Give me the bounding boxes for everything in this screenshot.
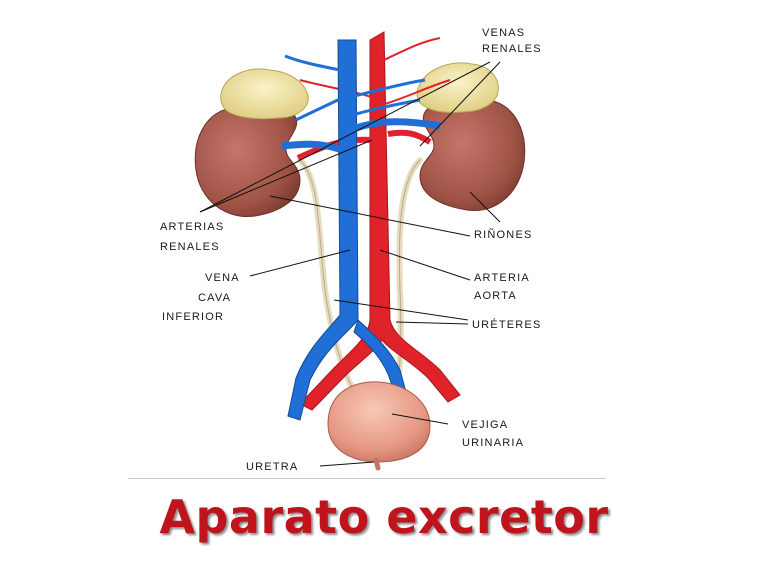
vena-cava xyxy=(287,39,359,421)
label-uretra: URETRA xyxy=(246,461,298,473)
leader-lines xyxy=(199,61,501,467)
right-renal-artery xyxy=(387,129,432,145)
label-vejiga-2: URINARIA xyxy=(462,437,524,449)
aorta xyxy=(299,31,461,411)
right-renal-vein xyxy=(354,118,441,132)
divider-line xyxy=(128,478,606,479)
label-arterias-renales-1: ARTERIAS xyxy=(160,221,224,233)
right-kidney xyxy=(419,98,526,211)
label-vejiga-1: VEJIGA xyxy=(462,419,508,431)
label-vena-cava-1: VENA xyxy=(205,272,240,284)
label-rinones: RIÑONES xyxy=(474,228,533,241)
left-renal-vein xyxy=(281,140,344,154)
label-vena-cava-3: INFERIOR xyxy=(162,311,224,323)
right-adrenal-gland xyxy=(416,62,499,113)
label-arteria-aorta-1: ARTERIA xyxy=(474,272,530,284)
superior-veins xyxy=(284,54,426,122)
labels: VENAS RENALES ARTERIAS RENALES RIÑONES V… xyxy=(160,27,542,473)
left-kidney xyxy=(194,105,301,217)
urinary-bladder xyxy=(327,381,431,463)
label-arterias-renales-2: RENALES xyxy=(160,241,220,253)
slide-title: Aparato excretor xyxy=(159,490,609,544)
excretory-system-diagram: VENAS RENALES ARTERIAS RENALES RIÑONES V… xyxy=(160,27,542,473)
label-venas-renales-2: RENALES xyxy=(482,43,542,55)
label-venas-renales-1: VENAS xyxy=(482,27,525,39)
label-arteria-aorta-2: AORTA xyxy=(474,290,517,302)
label-ureteres: URÉTERES xyxy=(472,318,542,331)
urethra xyxy=(373,457,381,471)
left-adrenal-gland xyxy=(220,68,309,120)
label-vena-cava-2: CAVA xyxy=(198,292,231,304)
